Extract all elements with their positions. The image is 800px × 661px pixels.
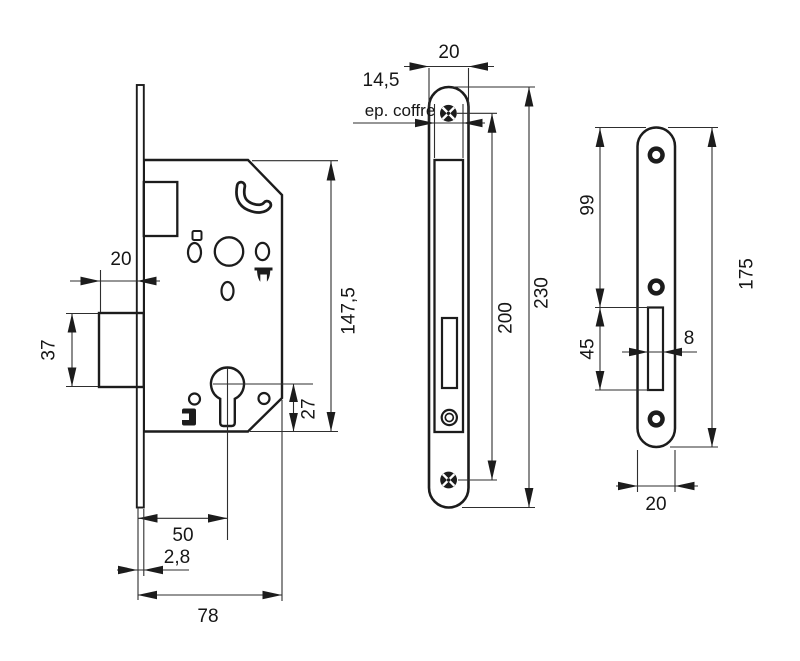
dim-cylinder-to-bottom: 27	[289, 383, 320, 432]
strike-hole-top	[647, 146, 665, 164]
dim-slot-height-value: 45	[578, 338, 599, 359]
dim-bolt-height: 37	[39, 312, 98, 388]
dim-screw-spacing-value: 200	[496, 302, 517, 334]
strike-plate-view	[636, 126, 677, 449]
oval-hole-bottom	[220, 280, 235, 302]
adjuster-ring-outer	[440, 408, 458, 427]
lock-case-side-view	[97, 84, 313, 540]
screw-bottom	[440, 471, 457, 489]
faceplate-side	[135, 84, 145, 509]
strike-hole-bottom	[647, 410, 665, 428]
dim-strike-height-value: 175	[737, 258, 758, 290]
dim-top-to-slot-value: 99	[578, 194, 599, 215]
follower-box	[142, 180, 179, 238]
dim-strike-width: 20	[616, 450, 698, 515]
dim-case-thickness: 14,5 ep. coffre	[353, 70, 485, 158]
adjuster-ring-inner	[444, 412, 455, 423]
dim-case-thickness-value: 14,5	[363, 70, 400, 91]
spindle-follower-hole	[213, 236, 245, 267]
strike-hole-middle	[647, 278, 665, 296]
dim-case-height-value: 147,5	[339, 287, 360, 335]
dim-bolt-height-value: 37	[39, 339, 60, 360]
dim-screw-spacing: 200	[456, 112, 517, 481]
dim-bolt-protrusion-value: 20	[110, 249, 131, 270]
strike-slot	[646, 306, 665, 392]
dim-total-depth: 78	[137, 400, 283, 627]
dim-slot-width: 8	[622, 328, 697, 357]
dim-slot-height: 45	[578, 307, 649, 391]
bracket-detail	[182, 408, 196, 426]
case-behind-faceplate	[433, 158, 465, 434]
oval-hole-left	[186, 241, 203, 264]
screw-hole-left	[187, 392, 202, 406]
dim-top-to-slot: 99	[578, 126, 649, 309]
dim-total-depth-value: 78	[197, 606, 218, 627]
dim-backset-value: 50	[172, 525, 193, 546]
dim-faceplate-width-value: 20	[438, 42, 459, 63]
dim-case-thickness-label: ep. coffre	[365, 101, 436, 120]
dim-backset: 50	[137, 507, 228, 600]
latch-opening	[440, 316, 459, 390]
clip-detail	[254, 267, 273, 284]
faceplate-front-view	[427, 85, 470, 509]
dim-faceplate-thickness: 2,8	[117, 509, 190, 576]
screw-hole-right	[257, 391, 271, 406]
kidney-slot-inner	[237, 183, 270, 212]
dim-bolt-protrusion: 20	[70, 249, 160, 312]
dim-faceplate-thickness-value: 2,8	[164, 547, 190, 568]
dim-faceplate-height: 230	[452, 86, 553, 509]
faceplate-front	[427, 85, 470, 509]
dim-slot-width-value: 8	[684, 328, 695, 349]
dim-cylinder-to-bottom-value: 27	[299, 398, 320, 419]
dim-strike-width-value: 20	[645, 494, 666, 515]
latch-bolt	[97, 311, 145, 389]
square-hole	[191, 230, 203, 241]
oval-hole-right	[254, 241, 271, 262]
dim-faceplate-height-value: 230	[532, 277, 553, 309]
screw-top	[440, 104, 457, 122]
dim-strike-height: 175	[668, 126, 758, 448]
dim-faceplate-width: 20	[404, 42, 494, 125]
